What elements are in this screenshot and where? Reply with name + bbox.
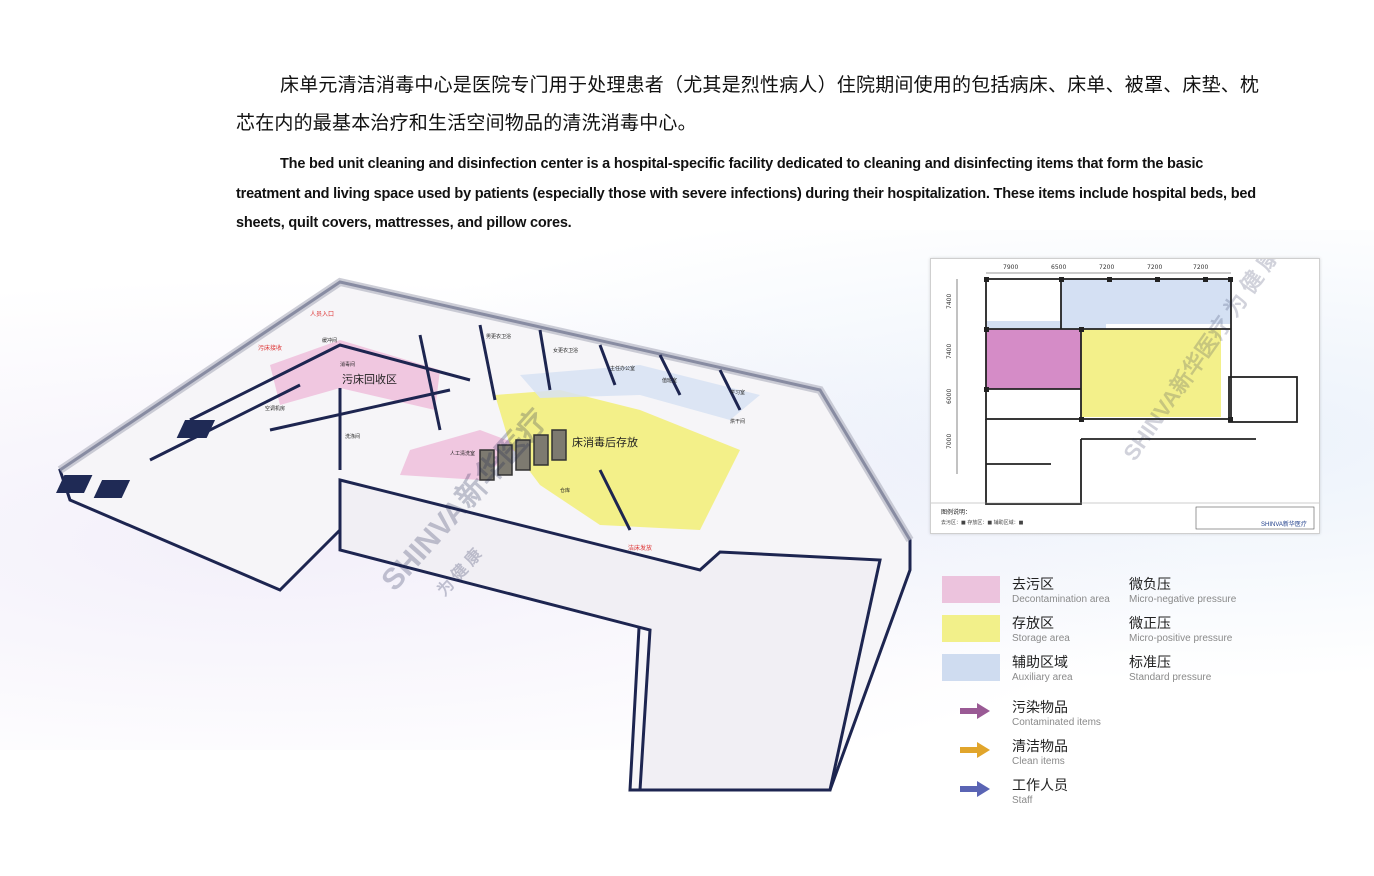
intro-english: The bed unit cleaning and disinfection c… [236,156,1256,231]
legend-zone-cn: 辅助区域 [1012,655,1068,671]
label-dirty-entry: 污床接收 [258,344,282,352]
label-duty-room: 值班室 [662,377,677,384]
dim-top-1: 7900 [1003,264,1018,271]
label-wash-room: 洗涤间 [345,433,360,440]
swatch-auxiliary [942,654,1000,681]
dim-top-3: 7200 [1099,264,1114,271]
swatch-decontamination [942,576,1000,603]
legend-pressure-cn: 微负压 [1129,577,1171,593]
storage-racks [479,429,567,481]
legend-zone-en: Auxiliary area [1012,672,1073,683]
label-dirty-bed-area: 污床回收区 [342,372,397,386]
legend-flow-cn: 污染物品 [1012,700,1068,716]
intro-chinese: 床单元清洁消毒中心是医院专门用于处理患者（尤其是烈性病人）住院期间使用的包括病床… [236,74,1260,134]
legend-zone-cn: 存放区 [1012,616,1054,632]
corridor-floor [338,478,882,792]
dim-left-2: 7400 [946,344,953,359]
floor-plan-drawing: 7900 6500 7200 7200 7200 7400 7400 6000 … [930,242,1320,534]
label-buffer: 缓冲间 [322,337,337,344]
legend-pressure-cn: 微正压 [1129,616,1171,632]
legend-zone-en: Decontamination area [1012,594,1110,605]
arrow-right-icon [960,742,990,758]
fp-zone-blue-top [1061,279,1231,324]
dim-top-4: 7200 [1147,264,1162,271]
legend-flow-en: Clean items [1012,756,1065,767]
equipment [56,420,216,498]
dim-top-5: 7200 [1193,264,1208,271]
dim-left-3: 6000 [946,389,953,404]
label-study-room: 学习室 [730,389,745,396]
legend: 去污区 Decontamination area 微负压 Micro-negat… [942,574,1362,824]
zone-storage [495,390,740,530]
arrow-right-icon [960,781,990,797]
fp-columns [984,277,1233,422]
fp-legend-row: 去污区：■ 存放区：■ 辅助区域：■ [941,519,1024,526]
outer-wall [57,277,914,543]
legend-flow-en: Contaminated items [1012,717,1101,728]
interior-walls [149,324,742,531]
swatch-storage [942,615,1000,642]
fp-zone-yellow-c [1081,377,1126,417]
label-male-room: 男更衣卫浴 [486,333,511,340]
isometric-floor-plan: 污床回收区 床消毒后存放 人员入口 污床接收 洁床发放 缓冲间 消毒间 空调机房… [56,277,914,792]
arrow-right-icon [960,703,990,719]
zone-auxiliary [520,365,760,420]
dim-left-4: 7000 [946,434,953,449]
label-office: 主任办公室 [610,365,635,372]
label-clean-store: 床消毒后存放 [572,435,638,449]
legend-zone-en: Storage area [1012,633,1070,644]
label-disinfect: 消毒间 [340,361,355,368]
legend-zone-cn: 去污区 [1012,577,1054,593]
label-entrance: 人员入口 [310,311,334,318]
fp-title-block: SHINVA新华医疗 [1261,520,1307,528]
legend-pressure-en: Standard pressure [1129,672,1212,683]
label-clean-exit: 洁床发放 [628,544,652,552]
label-storeroom: 仓库 [560,487,570,494]
legend-pressure-en: Micro-positive pressure [1129,633,1233,644]
fp-zone-pink [986,329,1081,389]
dim-top-2: 6500 [1051,264,1066,271]
label-dryer-room: 烘干间 [730,418,745,425]
legend-flow-en: Staff [1012,795,1033,806]
fp-zone-blue-strip [986,321,1106,331]
floor-plan-svg: 7900 6500 7200 7200 7200 7400 7400 6000 … [931,242,1319,530]
label-female-room: 女更衣卫浴 [553,347,578,354]
label-ac-room: 空调机房 [265,405,285,412]
fp-zone-yellow-b [1121,329,1221,417]
dim-left-1: 7400 [946,294,953,309]
legend-flow-cn: 清洁物品 [1012,739,1068,755]
label-manual-wash: 人工清洗室 [450,450,475,457]
legend-flow-cn: 工作人员 [1012,778,1068,794]
fp-legend-title: 图例说明： [941,508,971,516]
legend-pressure-cn: 标准压 [1129,655,1171,671]
legend-pressure-en: Micro-negative pressure [1129,594,1237,605]
